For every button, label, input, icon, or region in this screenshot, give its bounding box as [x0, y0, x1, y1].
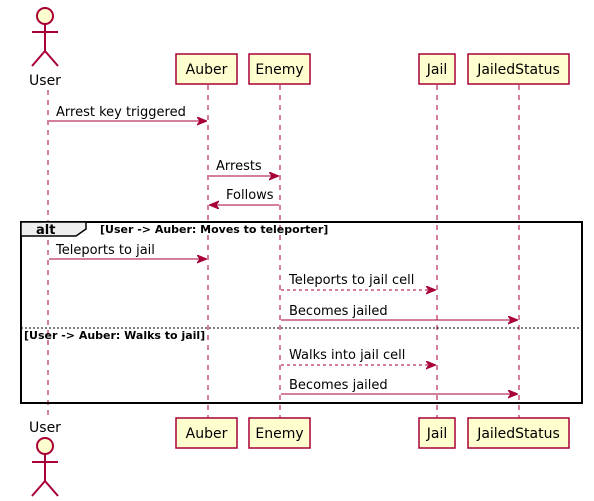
- message-arrests: Arrests: [209, 159, 278, 176]
- svg-text:Arrests: Arrests: [216, 159, 262, 174]
- svg-text:Enemy: Enemy: [255, 62, 303, 78]
- svg-text:Teleports to jail cell: Teleports to jail cell: [288, 273, 414, 288]
- participant-auber-bottom: Auber: [175, 417, 238, 449]
- alt-condition-2: [User -> Auber: Walks to jail]: [24, 329, 205, 342]
- svg-text:Enemy: Enemy: [255, 426, 303, 442]
- participant-jail-top: Jail: [418, 53, 456, 85]
- message-arrest-key: Arrest key triggered: [49, 105, 206, 121]
- participant-auber-top: Auber: [175, 53, 238, 85]
- svg-text:Auber: Auber: [186, 62, 228, 78]
- actor-user-top: User: [29, 7, 61, 89]
- svg-text:Arrest key triggered: Arrest key triggered: [56, 105, 186, 120]
- message-becomes-jailed-2: Becomes jailed: [281, 378, 517, 394]
- alt-keyword: alt: [36, 223, 55, 238]
- svg-text:JailedStatus: JailedStatus: [476, 62, 560, 78]
- svg-text:Walks into jail cell: Walks into jail cell: [289, 348, 405, 363]
- participant-jail-bottom: Jail: [418, 417, 456, 449]
- message-becomes-jailed-1: Becomes jailed: [281, 304, 517, 320]
- alt-tab: [20, 221, 87, 237]
- message-teleports-to-jail-cell: Teleports to jail cell: [281, 273, 435, 290]
- participant-enemy-top: Enemy: [248, 53, 311, 85]
- actor-head: [36, 437, 54, 455]
- message-walks-into-jail-cell: Walks into jail cell: [281, 348, 435, 365]
- alt-frame: alt [User -> Auber: Moves to teleporter]…: [20, 221, 583, 404]
- svg-text:Becomes jailed: Becomes jailed: [289, 378, 388, 393]
- message-teleports-to-jail: Teleports to jail: [49, 243, 206, 259]
- message-follows: Follows: [210, 188, 279, 205]
- participant-jailedstatus-bottom: JailedStatus: [467, 417, 570, 449]
- svg-text:Jail: Jail: [426, 426, 448, 442]
- svg-text:Follows: Follows: [226, 188, 274, 203]
- svg-text:JailedStatus: JailedStatus: [476, 426, 560, 442]
- alt-condition-1: [User -> Auber: Moves to teleporter]: [100, 223, 328, 236]
- actor-name: User: [29, 420, 61, 436]
- svg-text:Becomes jailed: Becomes jailed: [289, 304, 388, 319]
- svg-text:Auber: Auber: [186, 426, 228, 442]
- participant-enemy-bottom: Enemy: [248, 417, 311, 449]
- actor-name: User: [29, 73, 61, 89]
- participant-jailedstatus-top: JailedStatus: [467, 53, 570, 85]
- svg-text:Jail: Jail: [426, 62, 448, 78]
- svg-text:Teleports to jail: Teleports to jail: [55, 243, 155, 258]
- actor-head: [36, 7, 54, 25]
- actor-user-bottom: User: [29, 420, 61, 497]
